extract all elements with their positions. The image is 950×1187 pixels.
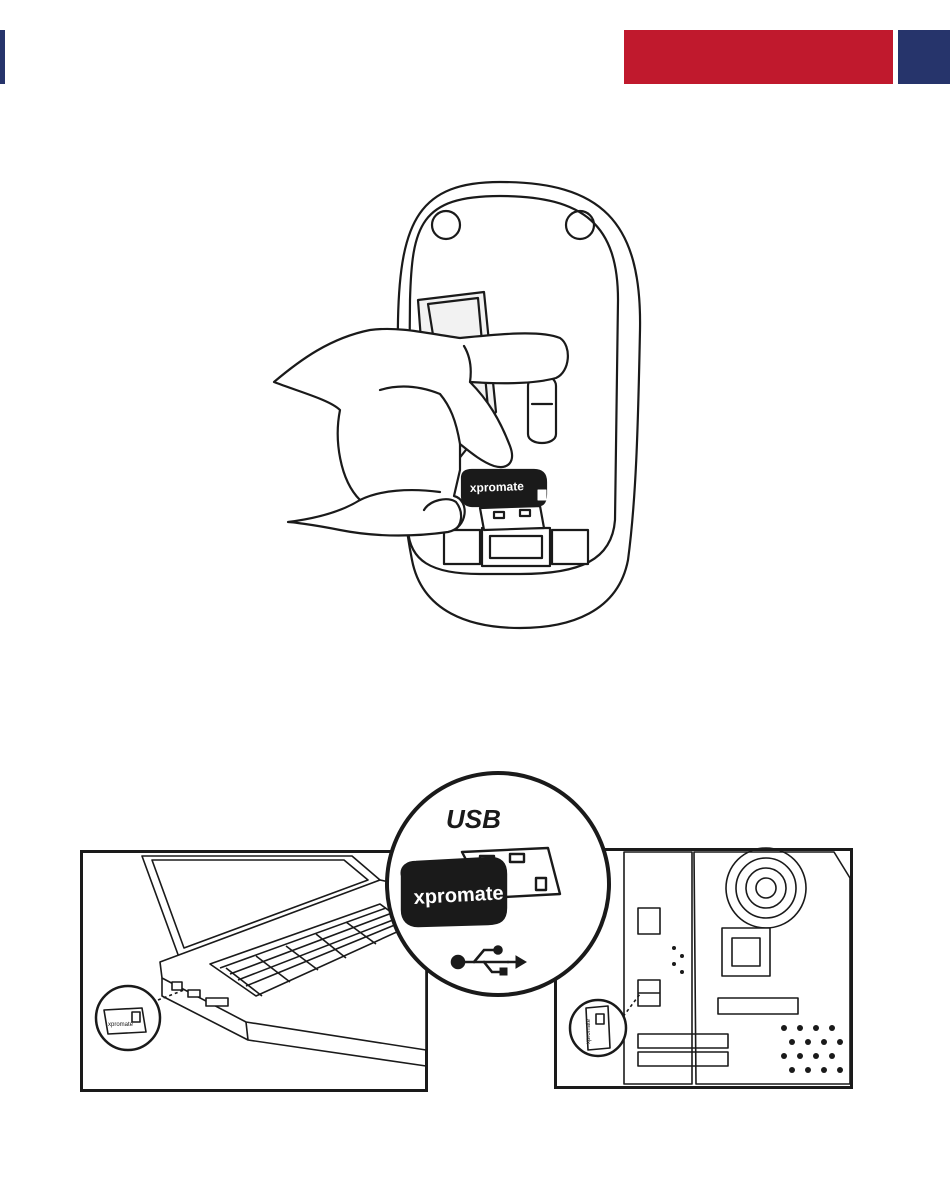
desktop-dongle-brand: xpromate <box>586 1018 592 1044</box>
mouse-receiver-brand: xpromate <box>470 479 525 495</box>
battery-cover-right <box>552 530 588 564</box>
laptop-dongle-brand: xpromate <box>108 1022 134 1028</box>
io-shield <box>624 852 692 1084</box>
usb-callout-brand: xpromate <box>413 882 504 909</box>
usb-callout: xpromate USB <box>378 766 618 1006</box>
power-switch <box>528 376 556 444</box>
power-socket <box>722 928 770 976</box>
battery-cover-left <box>444 530 480 564</box>
usb-label: USB <box>446 804 501 834</box>
mouse-underside-illustration: xpromate <box>0 0 950 650</box>
tower-rear-panel <box>694 852 850 1084</box>
laptop-usb-port <box>172 982 182 990</box>
